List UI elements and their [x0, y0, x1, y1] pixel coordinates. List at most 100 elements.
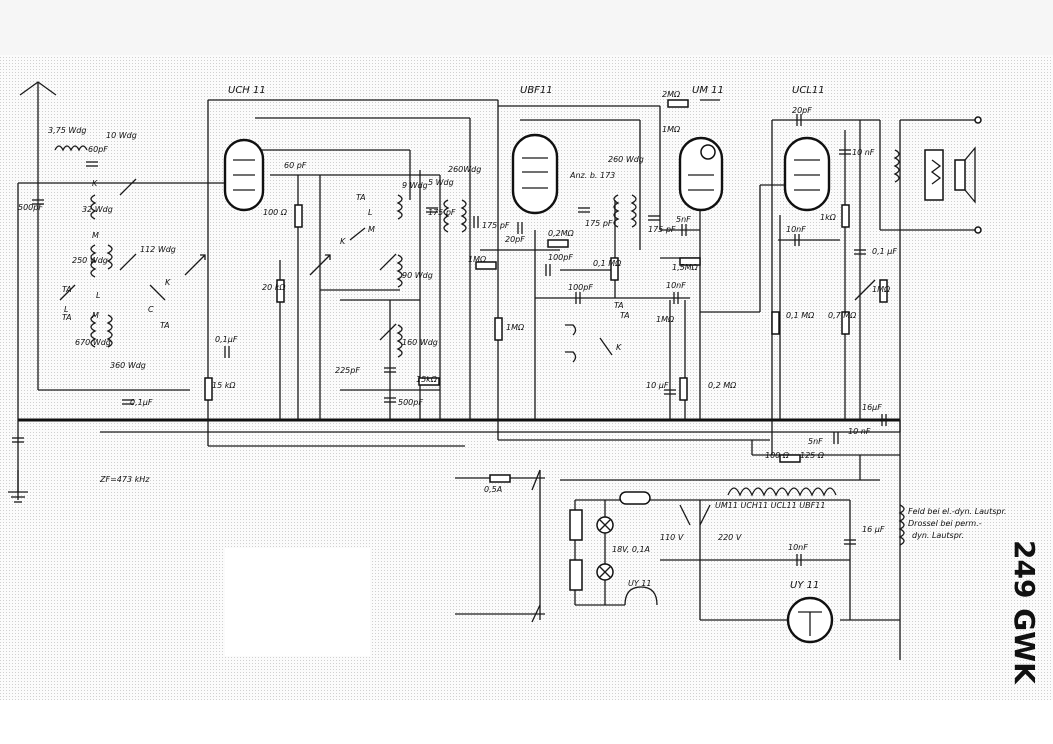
component-label: 260Wdg — [448, 165, 481, 174]
component-label: M — [92, 311, 99, 320]
loudspeaker — [924, 116, 982, 234]
component-label: 0,1 MΩ — [593, 259, 622, 268]
model-number: 249 GWK — [1008, 540, 1041, 685]
component-label: 100pF — [548, 253, 573, 262]
component-label: 10 nF — [848, 427, 871, 436]
component-label: 10 Wdg — [106, 131, 137, 140]
component-label: 0,1 MΩ — [786, 311, 815, 320]
component-label: 125 Ω — [800, 451, 825, 460]
component-label: TA — [62, 313, 72, 322]
component-label: 10nF — [666, 281, 686, 290]
component-label: 90 Wdg — [402, 271, 433, 280]
wiring — [17, 99, 975, 660]
component-label: 250 Wdg — [72, 256, 108, 265]
component-label: 175 pF — [648, 225, 676, 234]
component-label: 20pF — [792, 106, 812, 115]
component-label: 10 nF — [852, 148, 875, 157]
component-label: C — [148, 305, 154, 314]
component-label: 5nF — [808, 437, 823, 446]
tube-label: UY 11 — [628, 579, 651, 588]
component-label: 18V, 0,1A — [612, 545, 650, 554]
component-label: 15kΩ — [416, 375, 438, 384]
component-label: 1MΩ — [656, 315, 675, 324]
component-label: 60 pF — [284, 161, 307, 170]
component-label: 100pF — [568, 283, 593, 292]
component-label: 160 Wdg — [402, 338, 438, 347]
component-label: 5 Wdg — [428, 178, 454, 187]
tube-label: UY 11 — [790, 580, 819, 591]
component-label: Feld bei el.-dyn. Lautspr. — [908, 507, 1007, 516]
component-label: 3,75 Wdg — [48, 126, 86, 135]
component-label: 16 µF — [862, 525, 885, 534]
tube-label: UCL11 — [792, 85, 825, 96]
component-label: 1MΩ — [506, 323, 525, 332]
component-label: Drossel bei perm.- — [908, 519, 982, 528]
tuning-and-switches — [59, 178, 876, 623]
component-label: 112 Wdg — [140, 245, 176, 254]
component-label: L — [64, 305, 68, 314]
ground-symbol — [8, 470, 28, 503]
component-label: M — [368, 225, 375, 234]
component-label: 32 Wdg — [82, 205, 113, 214]
component-label: 60pF — [88, 145, 108, 154]
tube-uch11 — [223, 138, 265, 212]
component-label: 9 Wdg — [402, 181, 428, 190]
component-label: 110 V — [660, 533, 684, 542]
component-label: 260 Wdg — [608, 155, 644, 164]
component-label: Anz. b. 173 — [569, 171, 615, 180]
component-label: 10nF — [788, 543, 808, 552]
component-label: 100 Ω — [765, 451, 790, 460]
component-label: 175 pF — [428, 208, 456, 217]
tube-ucl11 — [783, 136, 831, 212]
component-label: 10 µF — [646, 381, 669, 390]
component-label: 15 kΩ — [212, 381, 236, 390]
component-label: 2MΩ — [662, 90, 681, 99]
component-label: 20 kΩ — [262, 283, 286, 292]
component-label: 670 Wdg — [75, 338, 111, 347]
tube-uy11-rectifier — [786, 596, 834, 644]
paper-blank-area — [225, 548, 370, 656]
component-label: ZF=473 kHz — [99, 475, 150, 484]
component-label: 0,1µF — [215, 335, 238, 344]
component-label: 500pF — [398, 398, 423, 407]
component-label: 0,1 µF — [872, 247, 897, 256]
component-label: 0,5A — [484, 485, 502, 494]
paper-margin — [0, 700, 1053, 744]
component-label: TA — [356, 193, 366, 202]
component-label: dyn. Lautspr. — [912, 531, 964, 540]
component-label: 100 Ω — [263, 208, 288, 217]
component-label: UM11 UCH11 UCL11 UBF11 — [715, 501, 825, 510]
component-label: K — [165, 278, 171, 287]
component-label: 1,5MΩ — [672, 263, 699, 272]
tube-label: UCH 11 — [228, 85, 266, 96]
antenna-symbol — [19, 81, 57, 105]
component-label: K — [616, 343, 622, 352]
component-label: 20pF — [505, 235, 525, 244]
component-label: K — [340, 237, 346, 246]
tube-um11 — [678, 136, 724, 212]
tube-ubf11 — [511, 133, 559, 215]
coils — [54, 145, 905, 546]
component-label: 0,2 MΩ — [708, 381, 737, 390]
component-label: 0,1µF — [130, 398, 153, 407]
component-label: K — [92, 179, 98, 188]
component-label: M — [92, 231, 99, 240]
component-label: TA — [160, 321, 170, 330]
component-label: 500pF — [18, 203, 43, 212]
component-label: 1MΩ — [468, 255, 487, 264]
tube-label: UBF11 — [520, 85, 553, 96]
component-label: 360 Wdg — [110, 361, 146, 370]
component-label: TA — [62, 285, 72, 294]
component-label: 1kΩ — [820, 213, 837, 222]
component-label: 225pF — [335, 366, 360, 375]
component-label: 16µF — [862, 403, 882, 412]
component-label: L — [96, 291, 100, 300]
resistors — [204, 99, 888, 591]
component-label: TA — [614, 301, 624, 310]
component-label: L — [368, 208, 372, 217]
component-label: 5nF — [676, 215, 691, 224]
capacitors — [12, 114, 887, 566]
